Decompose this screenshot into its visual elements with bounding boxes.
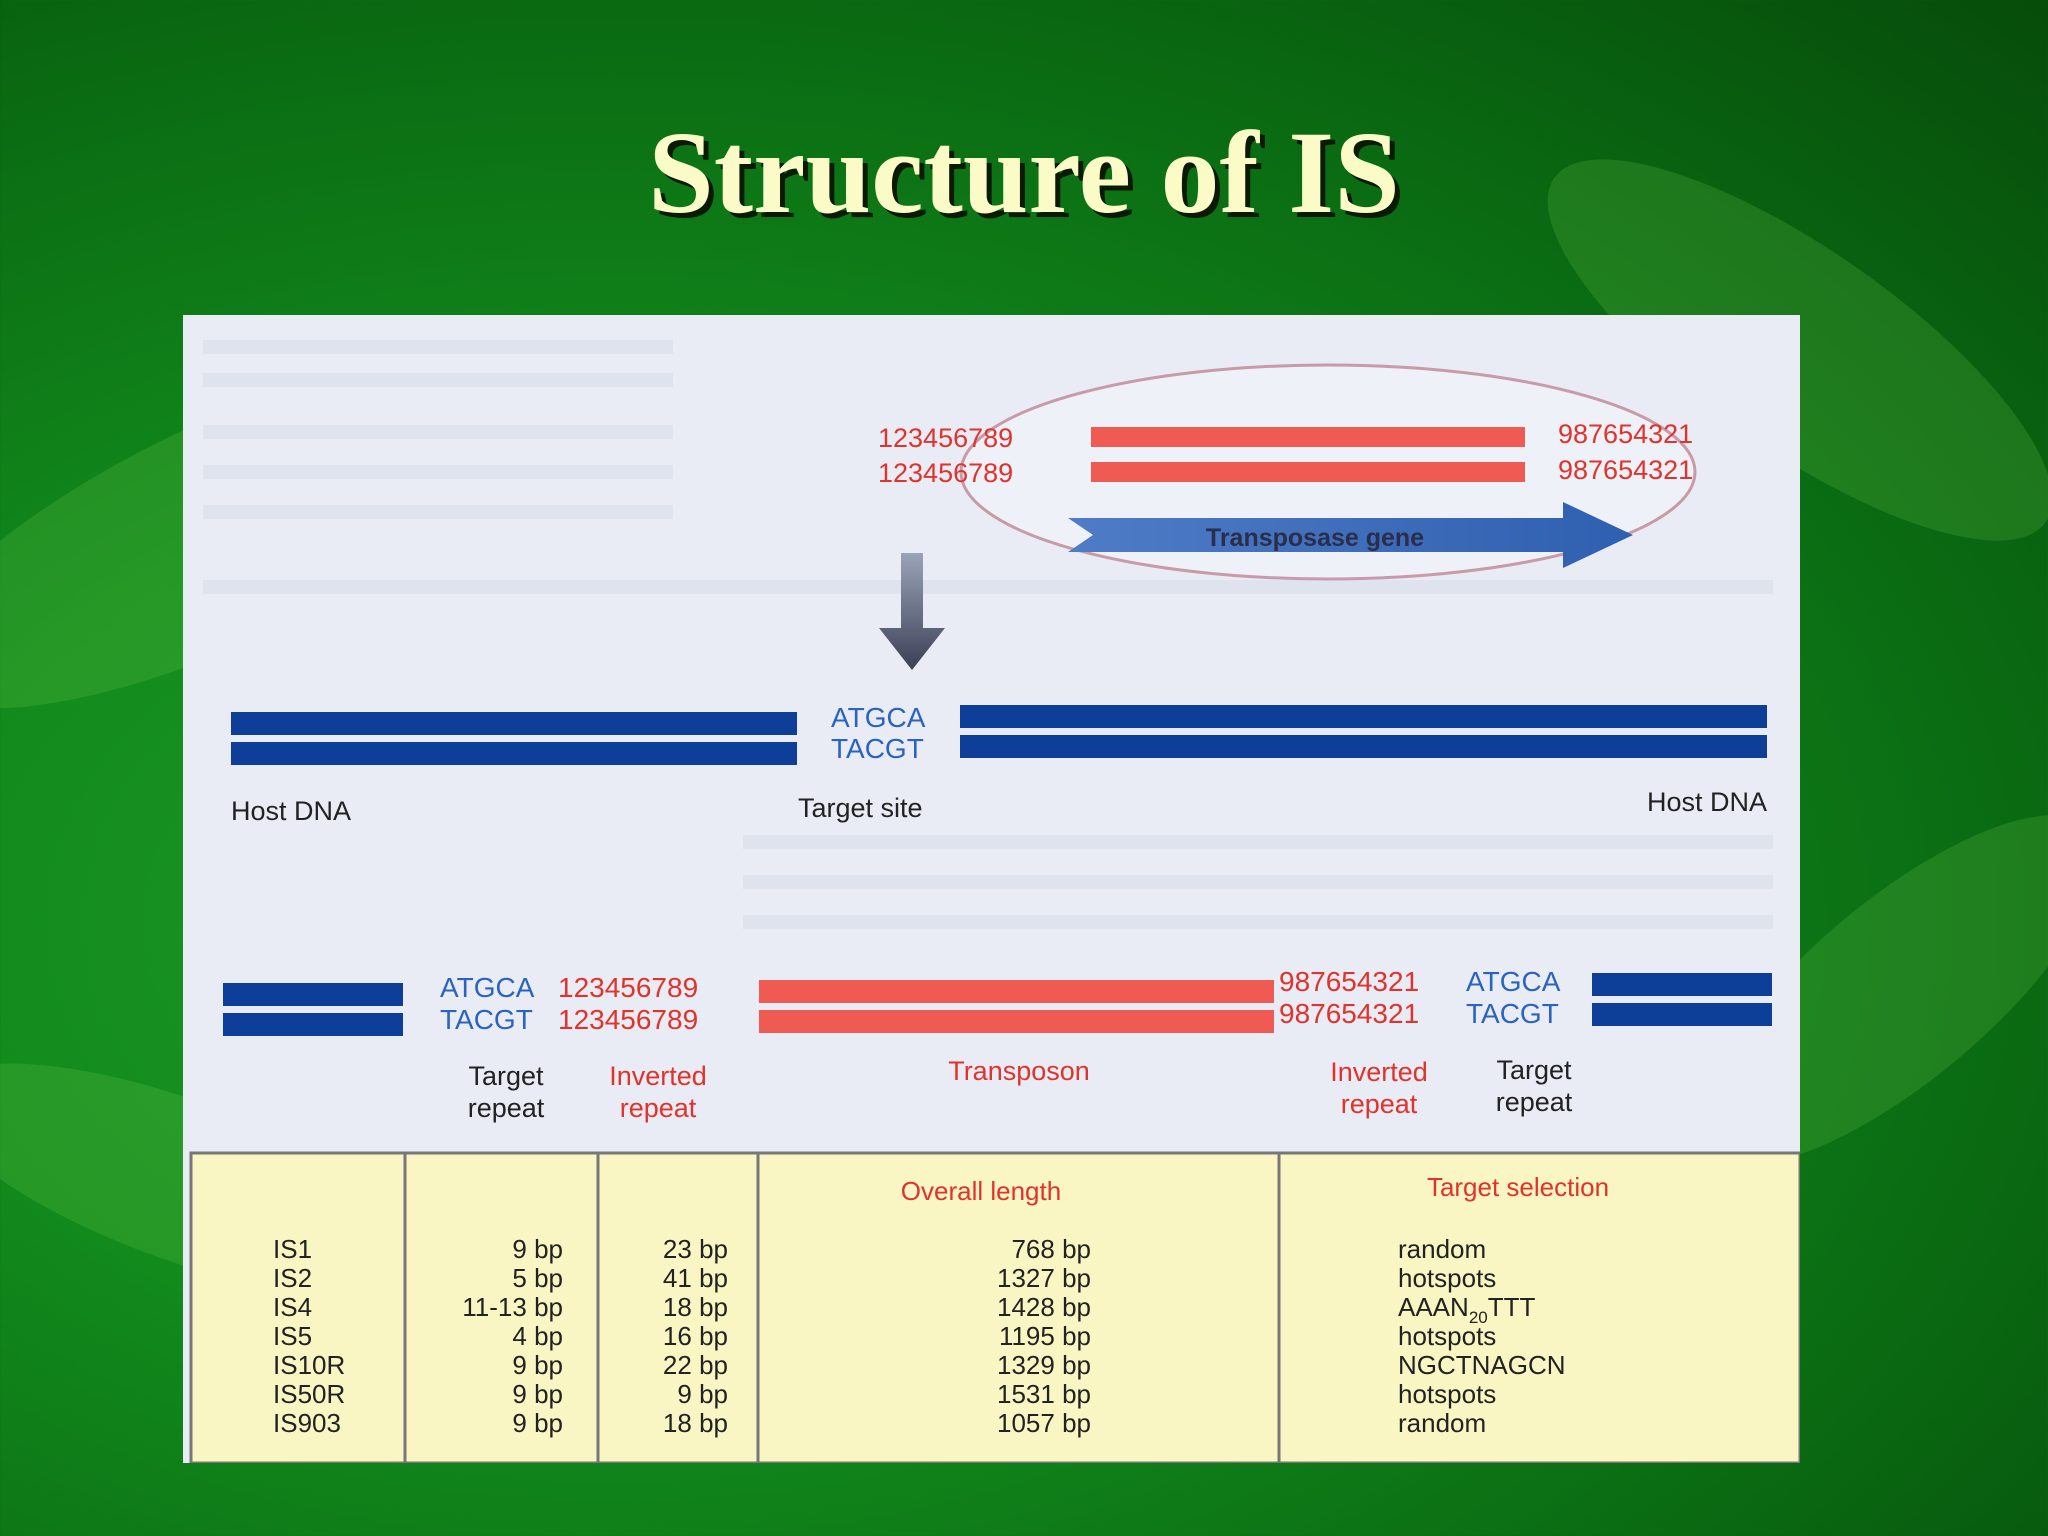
flank-left-bottom [223, 1013, 403, 1036]
label-target-repeat-right-1: Target [1496, 1055, 1572, 1085]
cell-overall-length: 1057 bp [997, 1408, 1091, 1438]
transposon-inset: 123456789 123456789 987654321 987654321 … [878, 363, 1697, 581]
label-inverted-repeat-left-2: repeat [620, 1093, 697, 1123]
host-dna: ATGCA TACGT Host DNA Target site Host DN… [231, 702, 1767, 826]
cell-target-repeat: 5 bp [512, 1263, 563, 1293]
transposon-strand-top [759, 980, 1274, 1003]
cell-overall-length: 1531 bp [997, 1379, 1091, 1409]
host-dna-left-top [231, 712, 797, 735]
inset-ir-right-bottom: 987654321 [1558, 455, 1693, 485]
inserted-element: ATGCA TACGT 123456789 123456789 98765432… [223, 966, 1772, 1123]
left-target-repeat-bottom: TACGT [440, 1004, 533, 1035]
flank-left-top [223, 983, 403, 1006]
cell-inverted-repeat: 23 bp [663, 1234, 728, 1264]
cell-target-repeat: 9 bp [512, 1234, 563, 1264]
cell-name: IS2 [273, 1263, 312, 1293]
is-structure-diagram: 123456789 123456789 987654321 987654321 … [189, 340, 1800, 1463]
cell-overall-length: 1327 bp [997, 1263, 1091, 1293]
label-inverted-repeat-left-1: Inverted [609, 1061, 707, 1091]
table-row: IS10R 9 bp 22 bp 1329 bp NGCTNAGCN [273, 1350, 1566, 1380]
right-target-repeat-top: ATGCA [1466, 966, 1561, 997]
left-target-repeat-top: ATGCA [440, 972, 535, 1003]
cell-target-repeat: 9 bp [512, 1379, 563, 1409]
label-target-repeat-left-1: Target [468, 1061, 544, 1091]
label-target-repeat-right-2: repeat [1496, 1087, 1573, 1117]
target-site-label: Target site [798, 793, 923, 823]
table-row: IS1 9 bp 23 bp 768 bp random [273, 1234, 1486, 1264]
cell-inverted-repeat: 18 bp [663, 1408, 728, 1438]
right-target-repeat-bottom: TACGT [1466, 998, 1559, 1029]
cell-name: IS50R [273, 1379, 345, 1409]
host-dna-right-top [960, 705, 1767, 728]
transposon-strand-bottom [759, 1010, 1274, 1033]
cell-target-selection: hotspots [1398, 1379, 1496, 1409]
host-dna-left-label: Host DNA [231, 796, 351, 826]
inset-ir-right-top: 987654321 [1558, 419, 1693, 449]
host-dna-left-bottom [231, 742, 797, 765]
label-transposon: Transposon [948, 1056, 1090, 1086]
cell-overall-length: 1329 bp [997, 1350, 1091, 1380]
is-structure-figure: 123456789 123456789 987654321 987654321 … [183, 315, 1800, 1463]
host-dna-right-bottom [960, 735, 1767, 758]
label-target-repeat-left-2: repeat [468, 1093, 545, 1123]
table-row: IS50R 9 bp 9 bp 1531 bp hotspots [273, 1379, 1496, 1409]
left-inverted-repeat-top: 123456789 [558, 972, 698, 1003]
flank-right-bottom [1592, 1003, 1772, 1026]
cell-target-selection: random [1398, 1234, 1486, 1264]
table-row: IS5 4 bp 16 bp 1195 bp hotspots [273, 1321, 1496, 1351]
cell-overall-length: 768 bp [1011, 1234, 1091, 1264]
table-row: IS4 11-13 bp 18 bp 1428 bp AAAN20TTT [273, 1292, 1535, 1327]
cell-inverted-repeat: 22 bp [663, 1350, 728, 1380]
inset-ir-left-top: 123456789 [878, 423, 1013, 453]
background-text-lines [203, 340, 1773, 929]
header-target-selection: Target selection [1427, 1172, 1609, 1202]
transposase-gene-arrow-shape [1068, 502, 1633, 568]
flank-right-top [1592, 973, 1772, 996]
host-dna-right-label: Host DNA [1647, 787, 1767, 817]
cell-overall-length: 1428 bp [997, 1292, 1091, 1322]
cell-name: IS1 [273, 1234, 312, 1264]
cell-name: IS903 [273, 1408, 341, 1438]
inset-strand-top [1091, 427, 1525, 447]
cell-name: IS10R [273, 1350, 345, 1380]
cell-target-selection: AAAN20TTT [1398, 1292, 1535, 1327]
right-inverted-repeat-bottom: 987654321 [1279, 998, 1419, 1029]
cell-target-repeat: 4 bp [512, 1321, 563, 1351]
table-row: IS2 5 bp 41 bp 1327 bp hotspots [273, 1263, 1496, 1293]
inset-strand-bottom [1091, 462, 1525, 482]
right-inverted-repeat-top: 987654321 [1279, 966, 1419, 997]
cell-inverted-repeat: 41 bp [663, 1263, 728, 1293]
label-inverted-repeat-right-1: Inverted [1330, 1057, 1428, 1087]
table-row: IS903 9 bp 18 bp 1057 bp random [273, 1408, 1486, 1438]
cell-inverted-repeat: 9 bp [677, 1379, 728, 1409]
cell-target-repeat: 9 bp [512, 1350, 563, 1380]
table-background [189, 1151, 1800, 1463]
left-inverted-repeat-bottom: 123456789 [558, 1004, 698, 1035]
cell-inverted-repeat: 18 bp [663, 1292, 728, 1322]
cell-target-selection: hotspots [1398, 1321, 1496, 1351]
inset-ir-left-bottom: 123456789 [878, 458, 1013, 488]
label-inverted-repeat-right-2: repeat [1341, 1089, 1418, 1119]
cell-name: IS4 [273, 1292, 312, 1322]
cell-target-selection: NGCTNAGCN [1398, 1350, 1566, 1380]
slide-title: Structure of IS [648, 107, 1400, 238]
cell-target-selection: hotspots [1398, 1263, 1496, 1293]
cell-name: IS5 [273, 1321, 312, 1351]
cell-overall-length: 1195 bp [999, 1321, 1091, 1351]
target-site-bottom: TACGT [831, 733, 924, 764]
cell-target-selection: random [1398, 1408, 1486, 1438]
cell-target-repeat: 11-13 bp [462, 1292, 563, 1322]
insertion-arrow [879, 553, 945, 670]
cell-target-repeat: 9 bp [512, 1408, 563, 1438]
target-site-top: ATGCA [831, 702, 926, 733]
header-overall-length: Overall length [901, 1176, 1061, 1206]
transposase-gene-label: Transposase gene [1206, 524, 1424, 552]
cell-inverted-repeat: 16 bp [663, 1321, 728, 1351]
